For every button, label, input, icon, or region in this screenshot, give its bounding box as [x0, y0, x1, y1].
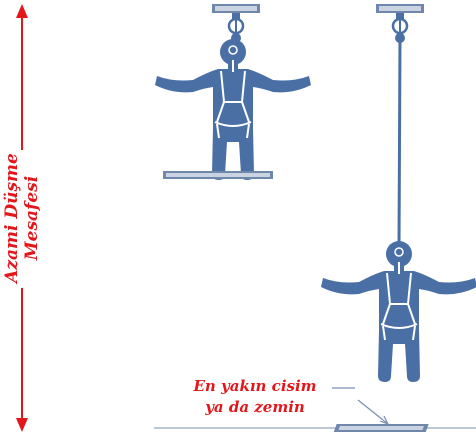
arrow-up-icon — [16, 4, 28, 18]
max-fall-distance-arrow — [16, 4, 28, 432]
platform — [163, 171, 273, 179]
floor-pointer — [332, 387, 389, 425]
worker-after-fall — [320, 2, 476, 383]
worker-before-fall — [154, 2, 312, 181]
harnessed-worker-icon — [320, 240, 476, 383]
anchor-point-icon — [374, 2, 426, 45]
nearest-obstacle-label: En yakın cisim ya da zemin — [180, 376, 330, 418]
arrow-down-icon — [16, 418, 28, 432]
lanyard-line — [397, 37, 402, 247]
anchor-point-icon — [210, 2, 262, 45]
harnessed-worker-icon — [154, 38, 312, 181]
max-fall-distance-line1: Azami Düşme — [2, 153, 22, 283]
nearest-obstacle-line2: ya da zemin — [205, 398, 305, 416]
max-fall-distance-line2: Mesafesi — [22, 175, 42, 261]
nearest-obstacle-line1: En yakın cisim — [193, 377, 317, 395]
floor — [154, 424, 476, 432]
